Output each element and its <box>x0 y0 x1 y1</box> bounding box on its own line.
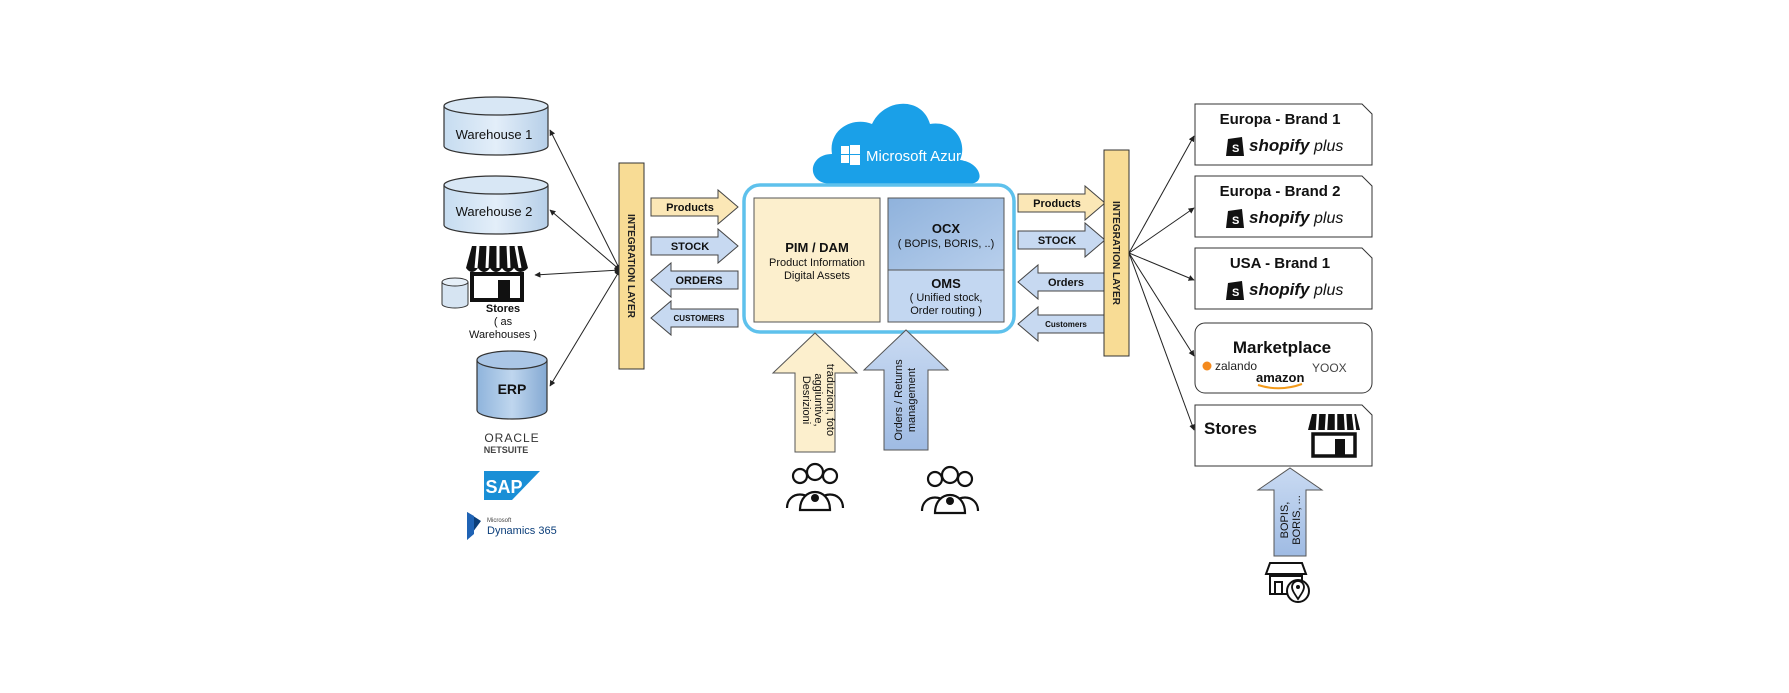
arrow-descriptions-up: Desrizioni aggiuntive, traduzioni, foto <box>771 332 859 453</box>
ocx-box: OCX ( BOPIS, BORIS, ..) <box>887 197 1005 271</box>
svg-text:S: S <box>1232 143 1239 155</box>
right-connectors <box>1128 135 1195 431</box>
svg-text:shopify: shopify <box>1249 280 1311 299</box>
oracle-logo: ORACLE <box>484 431 539 445</box>
netsuite-logo: NETSUITE <box>484 445 529 455</box>
svg-text:SAP: SAP <box>485 477 522 497</box>
integration-layer-right: INTEGRATION LAYER <box>1103 149 1130 357</box>
svg-text:STOCK: STOCK <box>1038 235 1076 247</box>
left-connectors <box>534 129 621 387</box>
svg-text:management: management <box>906 368 918 432</box>
yoox-logo: YOOX <box>1312 361 1347 375</box>
svg-text:STOCK: STOCK <box>671 241 709 253</box>
shopify-plus-logo: S shopify plus <box>1226 280 1343 300</box>
stores-database-icon <box>441 277 469 309</box>
channel-europa-brand-2: Europa - Brand 2 S shopify plus <box>1194 175 1373 238</box>
stores-sub2: Warehouses ) <box>469 329 537 341</box>
svg-text:OMS: OMS <box>931 276 961 291</box>
dynamics-logo: Microsoft Dynamics 365 <box>467 512 557 540</box>
svg-text:Dynamics 365: Dynamics 365 <box>487 525 557 537</box>
svg-text:Products: Products <box>666 202 714 214</box>
arrow-products-right: Products <box>1017 184 1106 222</box>
integration-layer-left: INTEGRATION LAYER <box>618 162 645 370</box>
warehouse-2: Warehouse 2 <box>443 175 549 235</box>
arrow-stock-right: STOCK <box>1017 221 1106 259</box>
svg-text:Stores: Stores <box>1204 419 1257 438</box>
channel-europa-brand-1: Europa - Brand 1 S shopify plus <box>1194 103 1373 166</box>
arrow-customers-right: Customers <box>1017 305 1106 343</box>
svg-text:ORDERS: ORDERS <box>675 275 722 287</box>
svg-text:Orders / Returns: Orders / Returns <box>893 359 905 441</box>
svg-text:PIM / DAM: PIM / DAM <box>785 240 849 255</box>
svg-text:OCX: OCX <box>932 221 961 236</box>
svg-text:Marketplace: Marketplace <box>1233 338 1331 357</box>
shopify-plus-logo: S shopify plus <box>1226 208 1343 228</box>
svg-text:Product Information: Product Information <box>769 257 865 269</box>
arrow-orders-left: ORDERS <box>650 261 739 299</box>
zalando-logo: zalando <box>1215 359 1257 373</box>
svg-text:S: S <box>1232 215 1239 227</box>
channel-usa-brand-1: USA - Brand 1 S shopify plus <box>1194 247 1373 310</box>
sap-logo: SAP <box>484 471 540 500</box>
arrow-products-left: Products <box>650 188 739 226</box>
svg-text:shopify: shopify <box>1249 208 1311 227</box>
arrow-stock-left: STOCK <box>650 227 739 265</box>
team-icon <box>920 465 980 515</box>
azure-label: Microsoft Azure <box>866 148 969 165</box>
store-location-icon <box>1264 562 1310 603</box>
svg-text:Desrizioni: Desrizioni <box>800 376 812 424</box>
svg-text:Europa - Brand 2: Europa - Brand 2 <box>1220 183 1341 200</box>
windows-logo-icon <box>841 145 860 165</box>
team-icon <box>785 462 845 512</box>
svg-text:CUSTOMERS: CUSTOMERS <box>674 314 726 323</box>
svg-text:aggiuntive,: aggiuntive, <box>812 373 824 426</box>
svg-text:plus: plus <box>1313 282 1343 299</box>
svg-text:BOPIS,: BOPIS, <box>1279 502 1291 539</box>
erp-label: ERP <box>498 381 527 397</box>
warehouse-1: Warehouse 1 <box>443 96 549 156</box>
shopify-plus-logo: S shopify plus <box>1226 136 1343 156</box>
svg-text:( Unified stock,: ( Unified stock, <box>910 292 983 304</box>
oms-box: OMS ( Unified stock, Order routing ) <box>887 269 1005 323</box>
svg-text:Microsoft: Microsoft <box>487 518 512 524</box>
channel-marketplace: Marketplace zalando amazon YOOX <box>1194 322 1373 394</box>
stores-sub1: ( as <box>494 316 513 328</box>
channel-stores: Stores <box>1194 404 1373 467</box>
svg-text:Order routing ): Order routing ) <box>910 305 982 317</box>
store-icon <box>1308 413 1360 458</box>
svg-text:Customers: Customers <box>1045 320 1087 329</box>
amazon-logo: amazon <box>1256 370 1304 385</box>
svg-text:( BOPIS, BORIS, ..): ( BOPIS, BORIS, ..) <box>898 238 995 250</box>
warehouse-2-label: Warehouse 2 <box>456 204 533 219</box>
svg-text:INTEGRATION LAYER: INTEGRATION LAYER <box>1110 201 1121 306</box>
azure-cloud-icon: Microsoft Azure <box>812 103 980 184</box>
svg-text:Digital Assets: Digital Assets <box>784 270 851 282</box>
pim-dam-box: PIM / DAM Product Information Digital As… <box>753 197 881 323</box>
stores-title: Stores <box>486 303 520 315</box>
svg-text:USA - Brand 1: USA - Brand 1 <box>1230 255 1330 272</box>
zalando-icon <box>1202 361 1212 371</box>
svg-text:plus: plus <box>1313 210 1343 227</box>
svg-text:shopify: shopify <box>1249 136 1311 155</box>
svg-text:plus: plus <box>1313 138 1343 155</box>
store-icon <box>466 245 528 302</box>
svg-text:S: S <box>1232 287 1239 299</box>
svg-text:Europa - Brand 1: Europa - Brand 1 <box>1220 111 1341 128</box>
svg-text:INTEGRATION LAYER: INTEGRATION LAYER <box>625 214 636 319</box>
warehouse-1-label: Warehouse 1 <box>456 127 533 142</box>
arrow-orders-right: Orders <box>1017 263 1106 301</box>
svg-text:traduzioni, foto: traduzioni, foto <box>824 364 836 436</box>
svg-text:Products: Products <box>1033 198 1081 210</box>
erp-database: ERP <box>476 350 548 420</box>
arrow-orders-returns-up: Orders / Returns management <box>862 329 950 451</box>
arrow-customers-left: CUSTOMERS <box>650 299 739 337</box>
svg-text:Orders: Orders <box>1048 277 1084 289</box>
svg-text:BORIS, ...: BORIS, ... <box>1291 495 1303 545</box>
arrow-bopis-up: BOPIS, BORIS, ... <box>1256 467 1324 557</box>
